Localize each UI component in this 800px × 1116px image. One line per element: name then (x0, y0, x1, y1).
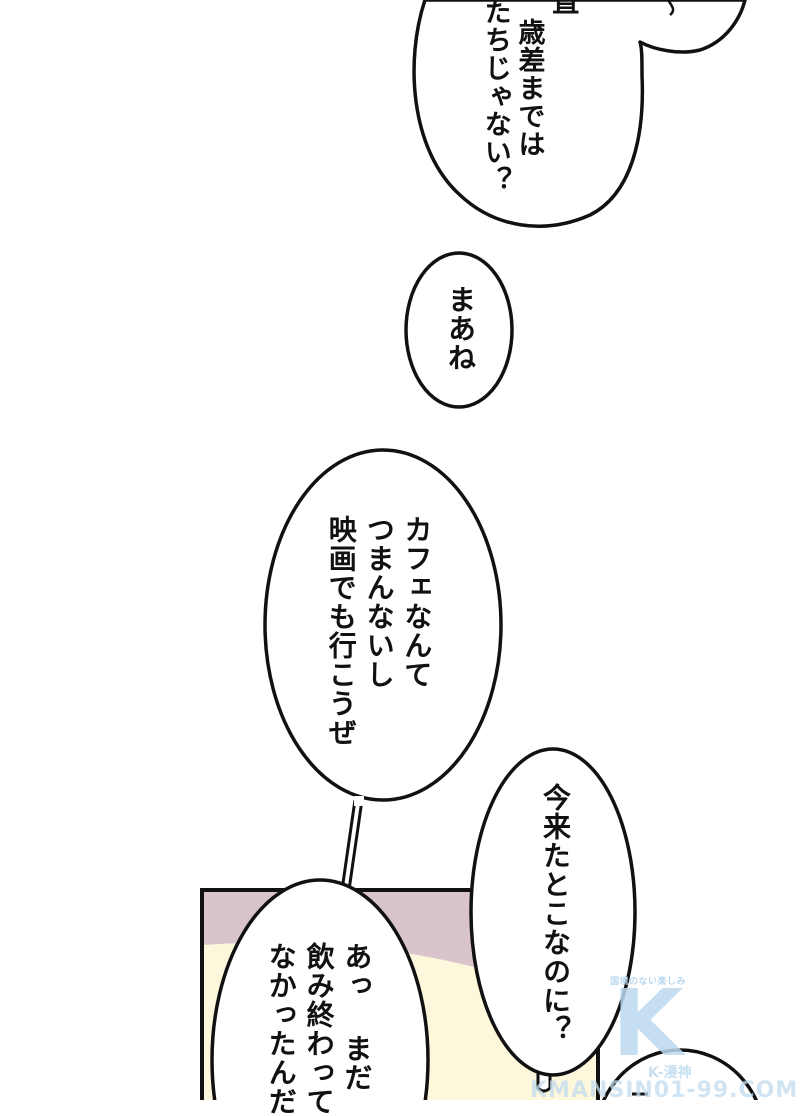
speech-bubble-maane (404, 251, 514, 409)
bubble-line: まあね (444, 285, 477, 372)
speech-bubble-not-finished (210, 878, 430, 1100)
bubble-line: 歳差までは (513, 18, 545, 158)
bubble-line: 飲み終わって (302, 942, 336, 1116)
speech-bubble-bottom-right (601, 1048, 759, 1100)
bubble-just-came-text: 今来たとこなのに？ (538, 783, 573, 1044)
speech-bubble-just-came (469, 747, 637, 1093)
bubble-age-gap-text: 直 歳差までは たちじゃない？ (478, 0, 579, 222)
bubble-cafe-text: カフェなんて つまんないし 映画でも行こうぜ (322, 515, 435, 747)
bubble-line: たちじゃない？ (479, 0, 511, 194)
speech-bubble-age-gap (412, 0, 747, 228)
bubble-line: 映画でも行こうぜ (324, 515, 358, 747)
bubble-not-finished-text: あっ まだ 飲み終わって なかったんだ (262, 942, 375, 1116)
bubble-line: 今来たとこなのに？ (539, 783, 572, 1044)
bubble-line: あっ まだ (340, 942, 374, 1092)
bubble-line: つまんないし (362, 515, 396, 689)
bubble-maane-text: まあね (443, 285, 478, 372)
bubble-line: カフェなんて (400, 515, 434, 689)
bubble-line: なかったんだ (264, 942, 298, 1116)
bubble-line: 直 (547, 0, 579, 16)
